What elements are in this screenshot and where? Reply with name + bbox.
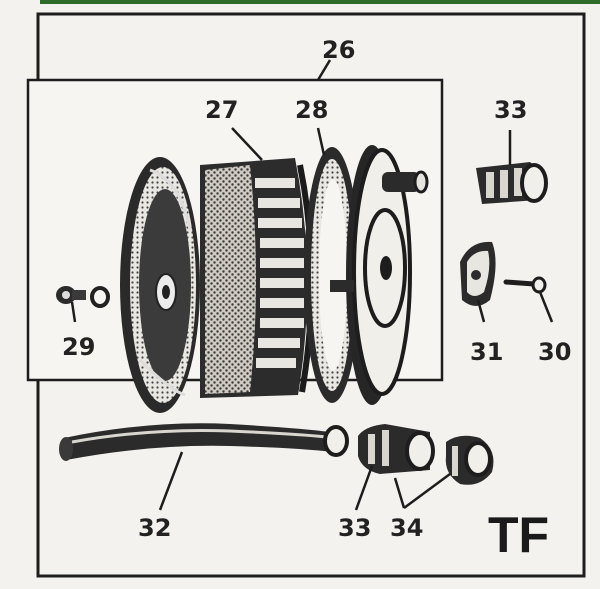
callout-31: 31 bbox=[470, 338, 503, 366]
leader-lines bbox=[70, 59, 554, 511]
callout-33-top: 33 bbox=[494, 96, 527, 124]
gasket-part-28 bbox=[304, 147, 360, 403]
model-mark: TF bbox=[488, 507, 549, 563]
callout-29: 29 bbox=[62, 333, 95, 361]
pressure-plate bbox=[120, 157, 200, 413]
coupling-sleeve-part-33-top bbox=[476, 162, 548, 204]
cover-plate bbox=[330, 145, 429, 405]
callout-30: 30 bbox=[538, 338, 571, 366]
bolt-part-29 bbox=[56, 286, 110, 308]
top-edge-stripe bbox=[40, 0, 600, 4]
callout-26: 26 bbox=[322, 36, 355, 64]
callout-28: 28 bbox=[295, 96, 328, 124]
pin-part-30 bbox=[503, 276, 547, 294]
collar-part-34 bbox=[445, 435, 494, 485]
callout-34: 34 bbox=[390, 514, 423, 542]
clutch-drum-part-27 bbox=[200, 158, 315, 398]
pipe-part-32 bbox=[59, 423, 349, 461]
callout-32: 32 bbox=[138, 514, 171, 542]
coupling-sleeve-part-33-bottom bbox=[358, 424, 435, 474]
bracket-part-31 bbox=[460, 241, 496, 306]
callout-27: 27 bbox=[205, 96, 238, 124]
callout-33-bottom: 33 bbox=[338, 514, 371, 542]
